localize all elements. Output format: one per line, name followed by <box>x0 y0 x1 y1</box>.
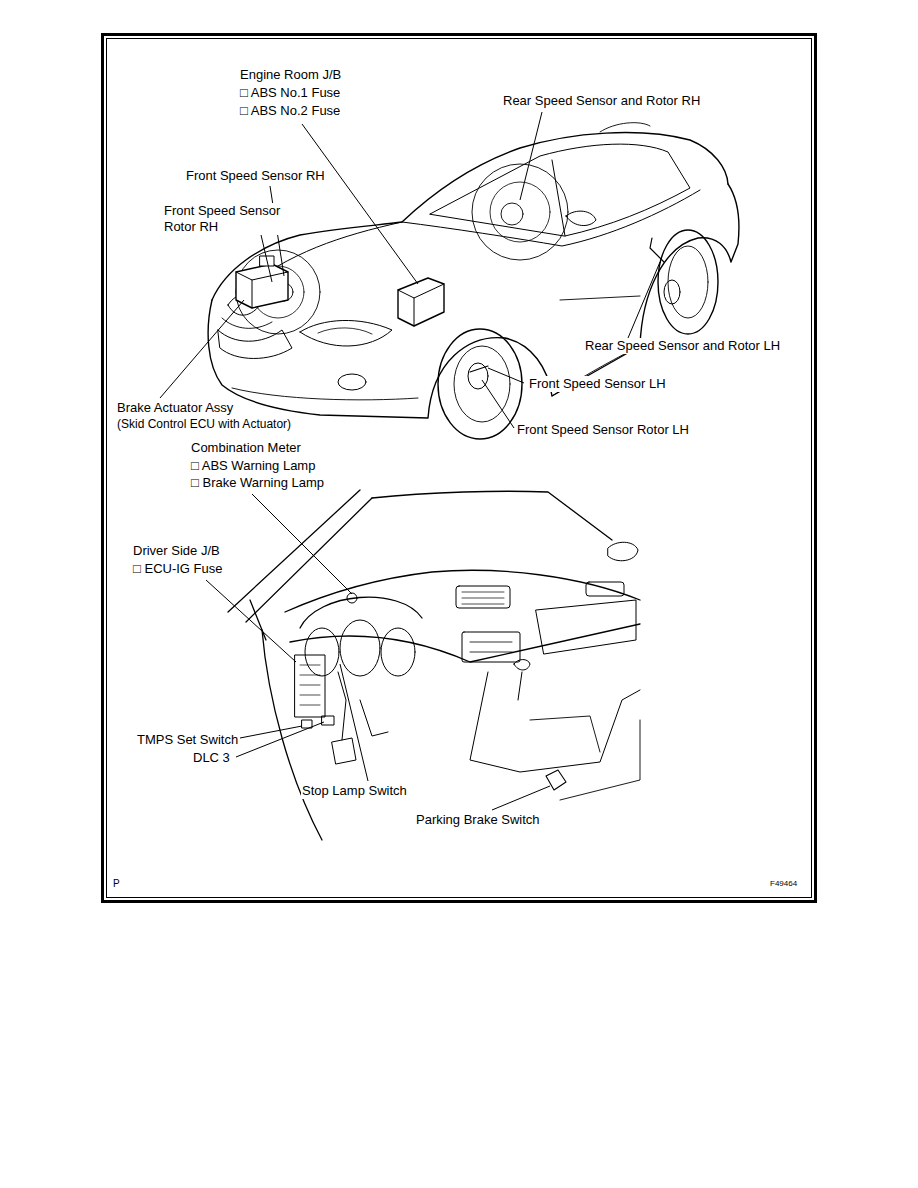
dashboard-drawing-part <box>530 716 600 752</box>
dashboard-drawing-part <box>295 655 325 717</box>
dashboard-drawing-part <box>536 600 636 654</box>
part-label: □ Brake Warning Lamp <box>190 475 325 491</box>
leader-line-part <box>492 786 550 810</box>
car-drawing-part <box>566 211 596 226</box>
dashboard-drawing-part <box>300 665 320 705</box>
part-label: □ ABS No.1 Fuse <box>239 85 341 101</box>
car-drawing-part <box>438 329 522 439</box>
leader-line-part <box>160 300 244 398</box>
car-drawing-part <box>222 318 272 328</box>
part-label: Front Speed Sensor Rotor LH <box>516 422 690 438</box>
car-drawing-part <box>560 296 640 300</box>
dashboard-drawing-part <box>300 597 422 628</box>
leader-line-part <box>252 494 352 594</box>
car-drawing-part <box>218 330 292 359</box>
dashboard-drawing <box>228 490 640 840</box>
part-label: Engine Room J/B <box>239 67 342 83</box>
car-drawing-part <box>300 320 392 346</box>
frame-part <box>101 33 817 903</box>
leader-line-part <box>488 368 524 383</box>
dashboard-drawing-part <box>514 660 530 701</box>
part-label: □ ABS Warning Lamp <box>190 458 316 474</box>
car-drawing-part <box>236 250 320 334</box>
car-drawing-part <box>318 328 372 334</box>
dashboard-drawing-part <box>285 570 640 612</box>
part-label: P <box>112 876 121 892</box>
frame-part <box>104 36 814 900</box>
car-drawing-part <box>470 366 488 372</box>
dashboard-drawing-part <box>470 672 640 772</box>
part-label: Rear Speed Sensor and Rotor LH <box>584 338 781 354</box>
part-label: Stop Lamp Switch <box>301 783 408 799</box>
dashboard-drawing-part <box>462 632 520 662</box>
car-drawing-part <box>398 278 444 326</box>
leader-line-part <box>628 262 660 338</box>
part-label: DLC 3 <box>192 750 231 766</box>
car-drawing-part <box>501 203 523 225</box>
car-drawing-part <box>338 374 366 390</box>
dashboard-drawing-part <box>381 628 415 676</box>
car-drawing-part <box>664 280 680 304</box>
car-drawing-part <box>236 272 288 308</box>
dashboard-drawing-part <box>305 628 339 676</box>
dashboard-drawing-part <box>560 720 640 800</box>
dashboard-drawing-part <box>470 642 512 652</box>
leader-line-part <box>482 380 514 428</box>
part-label: Brake Actuator Assy <box>116 400 234 416</box>
part-label: TMPS Set Switch <box>136 732 239 748</box>
part-label: Rear Speed Sensor and Rotor RH <box>502 93 701 109</box>
car-drawing-part <box>402 190 700 246</box>
dashboard-drawing-part <box>456 586 510 608</box>
dashboard-drawing-part <box>322 716 334 725</box>
leader-line-part <box>206 580 296 662</box>
dashboard-drawing-part <box>462 592 504 604</box>
part-label: Front Speed Sensor LH <box>528 376 667 392</box>
frame <box>101 33 817 903</box>
part-label: F49464 <box>769 876 798 892</box>
part-label: □ ECU-IG Fuse <box>132 561 223 577</box>
leader-line-part <box>520 112 542 200</box>
part-label: Front Speed Sensor Rotor RH <box>163 203 295 235</box>
leader-line-part <box>236 722 324 757</box>
dashboard-drawing-part <box>290 624 640 662</box>
dashboard-drawing-part <box>360 700 388 736</box>
part-label: Parking Brake Switch <box>415 812 541 828</box>
dashboard-drawing-part <box>586 582 624 596</box>
part-label: Combination Meter <box>190 440 302 456</box>
part-label: □ ABS No.2 Fuse <box>239 103 341 119</box>
car-drawing-part <box>472 164 568 260</box>
car-drawing-part <box>236 264 288 308</box>
car-drawing-part <box>454 346 510 422</box>
leader-line-part <box>340 664 368 781</box>
leader-lines <box>160 112 660 810</box>
car-drawing-part <box>398 284 444 326</box>
part-label: (Skid Control ECU with Actuator) <box>116 416 292 432</box>
dashboard-drawing-part <box>340 620 380 676</box>
car-drawing-part <box>668 246 708 318</box>
dashboard-drawing-part <box>372 491 612 540</box>
car-drawing-part <box>232 388 418 400</box>
dashboard-drawing-part <box>608 542 638 561</box>
car-drawing-part <box>430 144 690 236</box>
car-drawing-part <box>650 238 664 262</box>
dashboard-drawing-part <box>302 720 312 728</box>
car-drawing-part <box>490 182 550 242</box>
leader-line-part <box>240 726 302 738</box>
dashboard-drawing-part <box>228 490 360 612</box>
frame-part <box>107 39 812 898</box>
part-label: Front Speed Sensor RH <box>185 168 326 184</box>
dashboard-drawing-part <box>546 770 566 790</box>
dashboard-drawing-part <box>347 593 357 603</box>
car-drawing-part <box>600 123 650 132</box>
dashboard-drawing-part <box>332 738 356 764</box>
dashboard-drawing-part <box>246 498 372 622</box>
car-drawing-part <box>658 230 718 334</box>
part-label: Driver Side J/B <box>132 543 221 559</box>
dashboard-drawing-part <box>250 600 266 640</box>
leader-line-part <box>302 124 418 284</box>
car-drawing-part <box>552 160 565 236</box>
